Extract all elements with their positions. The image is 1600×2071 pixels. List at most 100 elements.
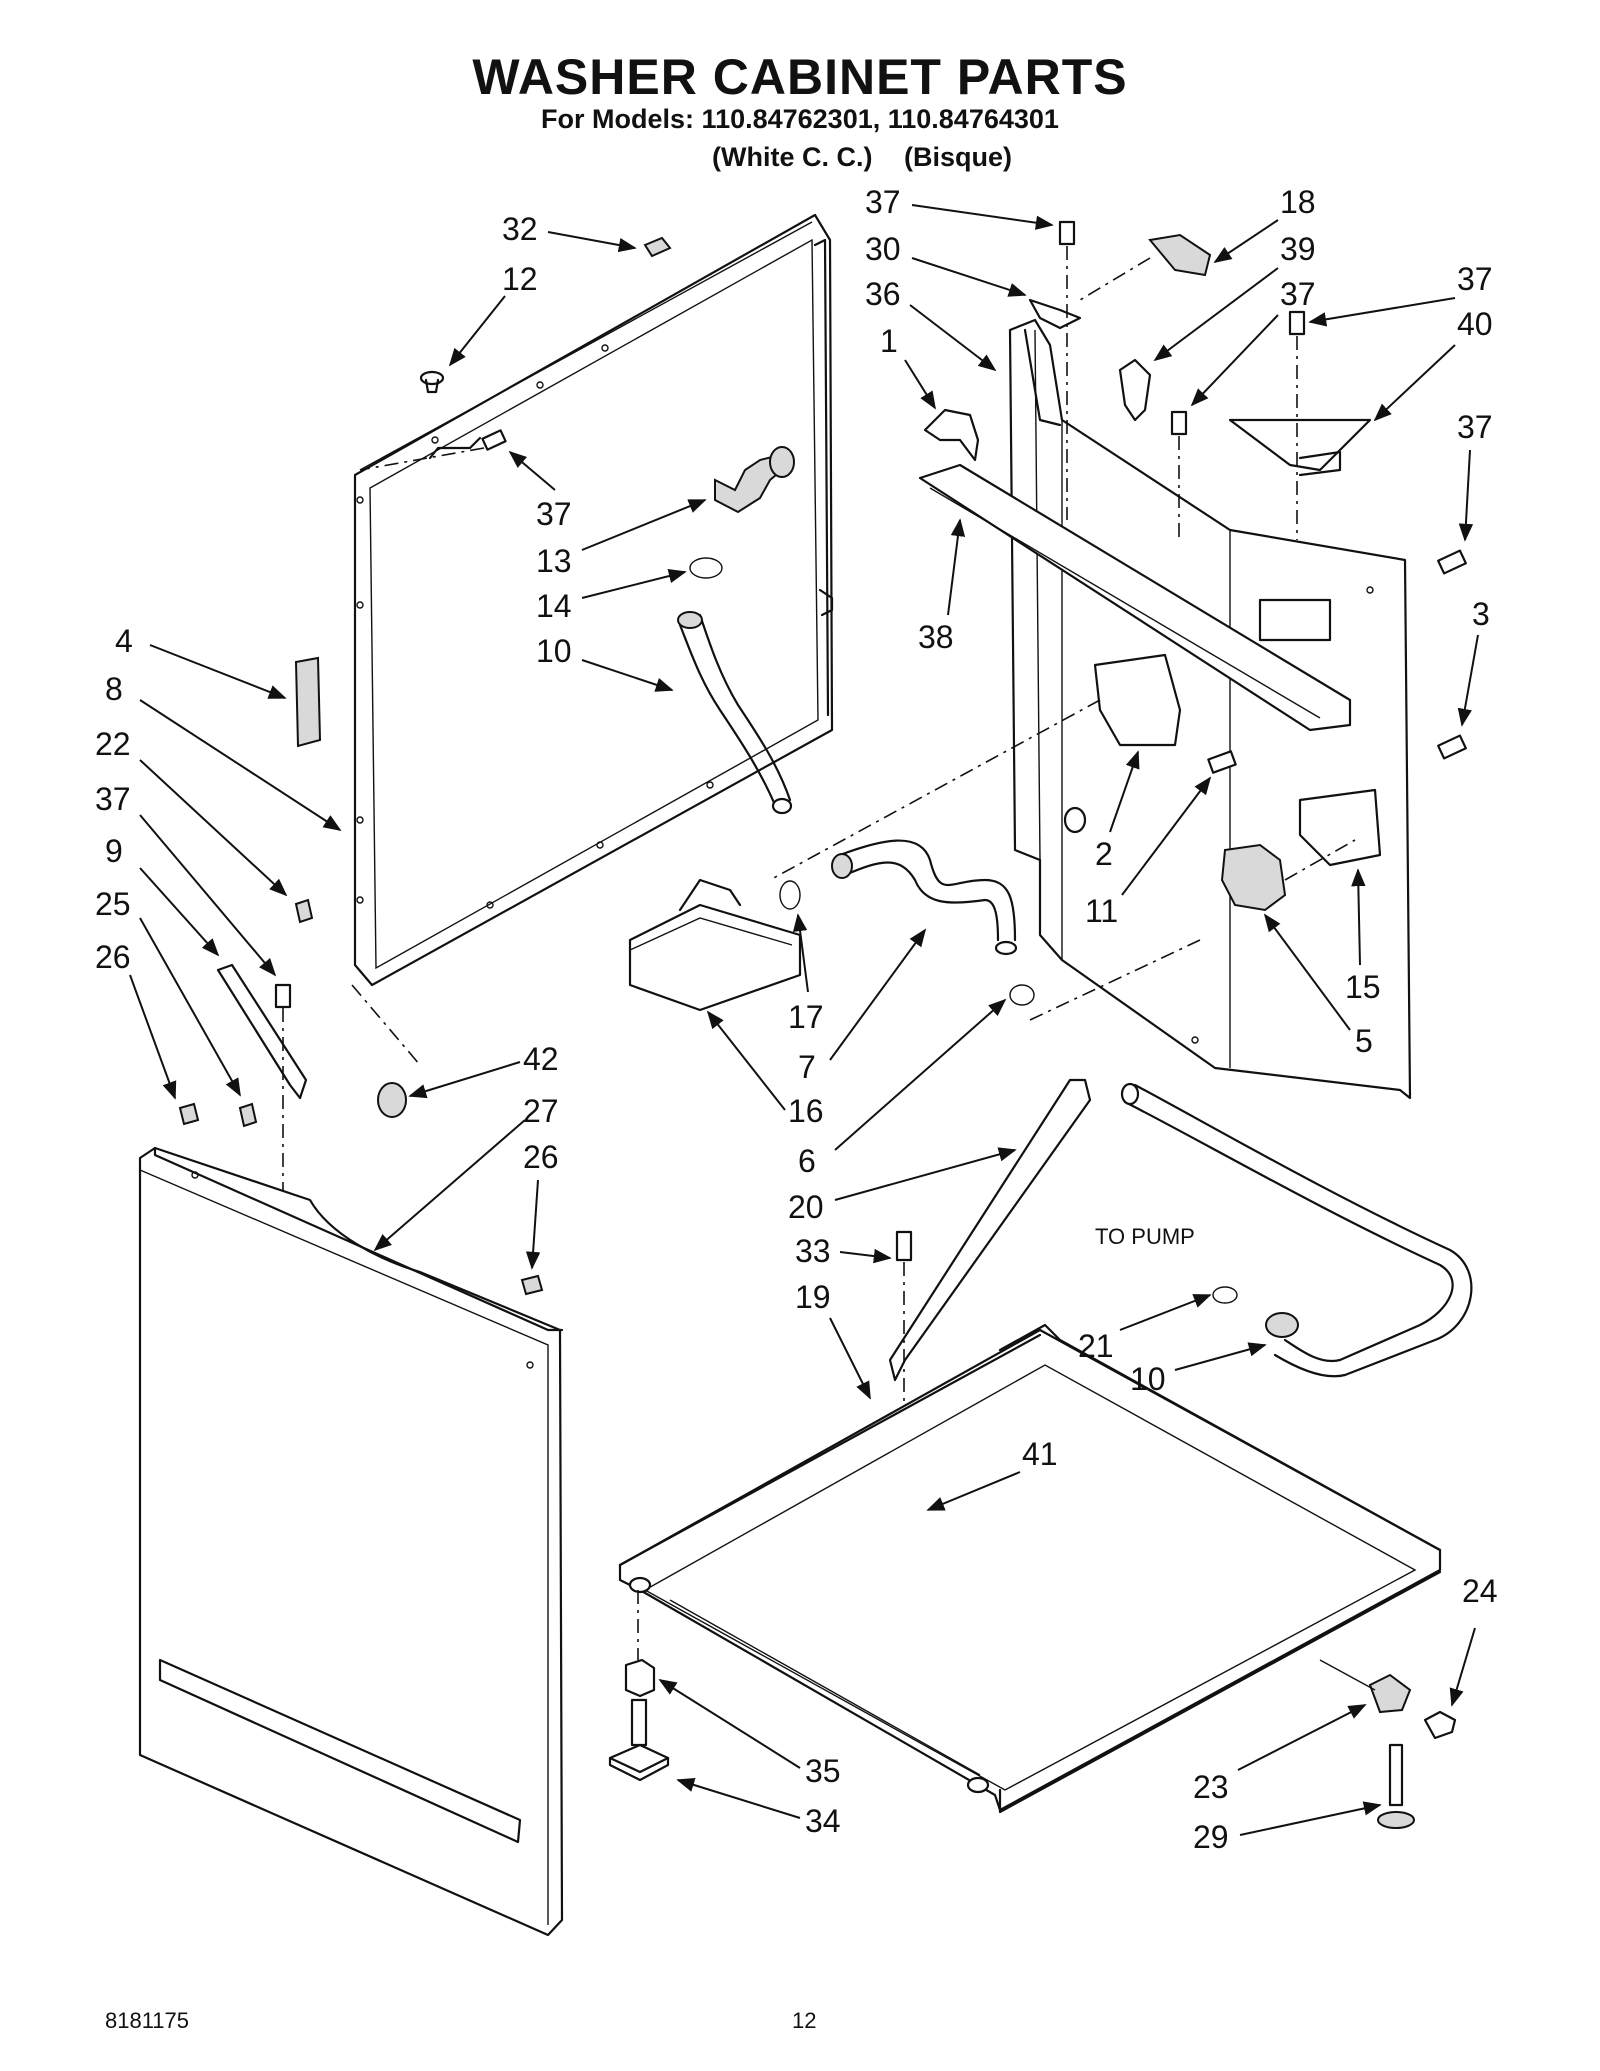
part-7-inlet-hose: [831, 839, 1018, 956]
callout-37: 37: [1457, 261, 1493, 297]
callout-8: 8: [105, 671, 123, 707]
callout-37: 37: [95, 781, 131, 817]
callout-17: 17: [788, 999, 824, 1035]
part-27-front-panel: [138, 1146, 564, 1937]
callout-9: 9: [105, 833, 123, 869]
part-16-dispenser: [628, 878, 802, 1012]
callouts: 32 12 37 13 14 10 4 8 22 37 9 25 26 42 2…: [95, 184, 1498, 1855]
part-29-rear-leg: [1377, 1743, 1415, 1829]
callout-25: 25: [95, 886, 131, 922]
part-17-clamp: [779, 880, 801, 910]
callout-39: 39: [1280, 231, 1316, 267]
callout-33: 33: [795, 1233, 831, 1269]
part-37-screw-side: [1437, 549, 1467, 575]
callout-18: 18: [1280, 184, 1316, 220]
callout-41: 41: [1022, 1436, 1058, 1472]
part-37-screw-rear: [359, 429, 507, 471]
part-37-screw-top: [1058, 220, 1076, 520]
callout-6: 6: [798, 1143, 816, 1179]
callout-7: 7: [798, 1049, 816, 1085]
callout-3: 3: [1472, 596, 1490, 632]
part-24-clip: [1423, 1710, 1457, 1740]
callout-37: 37: [1457, 409, 1493, 445]
callout-27: 27: [523, 1093, 559, 1129]
models-line: For Models: 110.84762301, 110.84764301: [541, 104, 1059, 134]
callout-36: 36: [865, 276, 901, 312]
callout-22: 22: [95, 726, 131, 762]
rear-panel: [353, 213, 834, 987]
part-10-drain-hose: [1120, 1082, 1473, 1378]
part-22-clip: [294, 898, 314, 924]
part-40-plate: [1228, 418, 1372, 477]
callout-1: 1: [880, 323, 898, 359]
callout-30: 30: [865, 231, 901, 267]
callout-5: 5: [1355, 1023, 1373, 1059]
callout-14: 14: [536, 588, 572, 624]
callout-19: 19: [795, 1279, 831, 1315]
part-26-clip-left: [178, 1102, 200, 1126]
callout-37: 37: [536, 496, 572, 532]
callout-26: 26: [523, 1139, 559, 1175]
part-5-water-valve: [1220, 839, 1356, 912]
callout-12: 12: [502, 261, 538, 297]
part-10-fill-hose: [677, 611, 793, 815]
callout-20: 20: [788, 1189, 824, 1225]
part-37-screw-mid: [1170, 410, 1188, 540]
callout-24: 24: [1462, 1573, 1498, 1609]
part-37-screw-40: [1288, 310, 1306, 540]
part-14-clamp: [689, 557, 723, 579]
part-38-rail: [918, 463, 1352, 732]
part-33-bolt: [895, 1230, 913, 1500]
callout-21: 21: [1078, 1328, 1114, 1364]
part-6-clamp: [1009, 984, 1035, 1006]
part-12-plug: [419, 370, 445, 394]
part-26-clip-right: [520, 1274, 544, 1296]
callout-16: 16: [788, 1093, 824, 1129]
part-15-bracket: [1298, 788, 1382, 867]
page-number: 12: [792, 2008, 817, 2033]
callout-10: 10: [536, 633, 572, 669]
callout-11: 11: [1085, 893, 1118, 929]
part-3-screw: [1437, 734, 1467, 760]
callout-34: 34: [805, 1803, 841, 1839]
callout-42: 42: [523, 1041, 559, 1077]
side-panel: [1008, 318, 1412, 1100]
color-bisque: (Bisque): [904, 142, 1012, 172]
part-34-leveling-leg: [608, 1698, 670, 1782]
callout-37: 37: [1280, 276, 1316, 312]
callout-35: 35: [805, 1753, 841, 1789]
part-1-clip: [923, 408, 980, 462]
callout-40: 40: [1457, 306, 1493, 342]
callout-10: 10: [1130, 1361, 1166, 1397]
part-18-clip: [1148, 233, 1212, 277]
part-13-elbow: [714, 446, 795, 514]
callout-15: 15: [1345, 969, 1381, 1005]
part-9-screw: [274, 983, 292, 1009]
part-30-bracket: [1028, 298, 1082, 330]
callout-2: 2: [1095, 836, 1113, 872]
part-11-screw: [1207, 750, 1237, 774]
part-36-strap: [1023, 328, 1062, 427]
part-20-brace: [888, 1078, 1092, 1382]
callout-23: 23: [1193, 1769, 1229, 1805]
part-32-clip: [643, 236, 672, 258]
page-title: WASHER CABINET PARTS: [472, 49, 1128, 105]
part-26-clip-mid: [238, 1102, 258, 1128]
callout-13: 13: [536, 543, 572, 579]
callout-29: 29: [1193, 1819, 1229, 1855]
part-39-clip: [1118, 358, 1152, 422]
callout-37: 37: [865, 184, 901, 220]
callout-38: 38: [918, 619, 954, 655]
part-42-grommet: [351, 984, 421, 1118]
document-number: 8181175: [105, 2008, 190, 2033]
part-35-nut: [624, 1658, 656, 1698]
callout-26: 26: [95, 939, 131, 975]
color-white: (White C. C.): [712, 142, 873, 172]
callout-32: 32: [502, 211, 538, 247]
callout-4: 4: [115, 623, 133, 659]
part-2-bracket: [769, 653, 1182, 881]
to-pump-label: TO PUMP: [1095, 1224, 1195, 1249]
part-25-bracket: [216, 963, 308, 1100]
part-4-pad: [294, 656, 322, 748]
